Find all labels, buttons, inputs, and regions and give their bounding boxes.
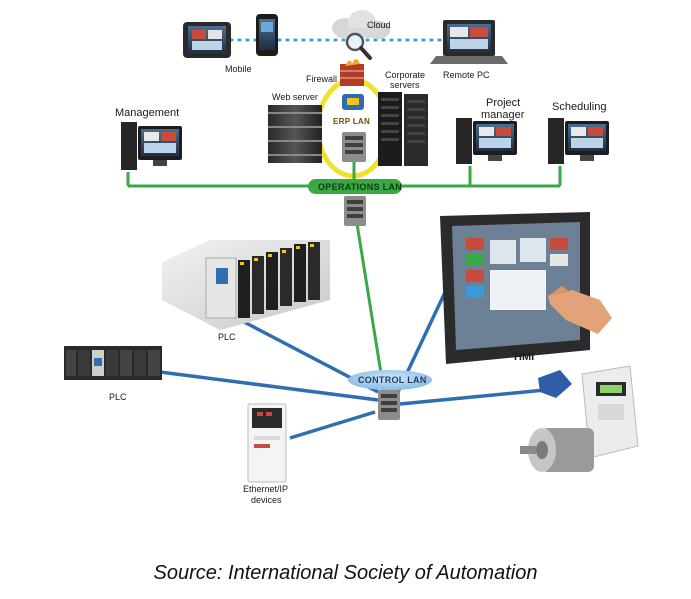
control-lan-label: CONTROL LAN <box>358 375 427 385</box>
firewall-icon <box>340 59 364 86</box>
hmi-label: HMI <box>514 351 534 363</box>
operations-lan-label: OPERATIONS LAN <box>318 182 402 192</box>
control-switch-icon <box>378 390 400 420</box>
operations-lan-badge <box>308 179 402 194</box>
management-workstation <box>121 122 182 170</box>
cloud-icon <box>332 10 390 39</box>
corporate-servers-label-2: servers <box>390 80 420 90</box>
laptop-icon <box>430 20 508 64</box>
magnifier-icon <box>345 32 372 60</box>
hand-pointer-icon <box>548 286 612 334</box>
corporate-servers-label-1: Corporate <box>385 70 425 80</box>
plc-rack-unit <box>64 346 162 380</box>
erp-lan-label: ERP LAN <box>333 117 370 126</box>
management-label: Management <box>115 107 179 119</box>
source-caption: Source: International Society of Automat… <box>153 562 538 584</box>
plc-top-label: PLC <box>218 332 236 342</box>
scheduling-label: Scheduling <box>552 101 606 113</box>
project-manager-label-2: manager <box>481 109 525 121</box>
operations-switch-icon <box>344 196 366 226</box>
web-server-label: Web server <box>272 92 318 102</box>
ethernet-ip-label-1: Ethernet/IP <box>243 484 288 494</box>
router-icon <box>342 94 364 110</box>
plc-left-label: PLC <box>109 392 127 402</box>
ethernet-ip-device <box>247 403 287 483</box>
cloud-label: Cloud <box>367 20 391 30</box>
plc-modular-unit <box>162 240 330 330</box>
phone-icon <box>256 14 278 56</box>
corporate-servers-rack <box>378 92 428 166</box>
motor-icon <box>520 428 594 472</box>
control-lan-badge <box>348 370 432 390</box>
project-manager-workstation <box>456 118 517 164</box>
hmi-panel <box>440 212 590 364</box>
ethernet-ip-label-2: devices <box>251 495 282 505</box>
scheduling-workstation <box>548 118 609 164</box>
connector-icon <box>538 370 572 398</box>
mobile-label: Mobile <box>225 64 252 74</box>
web-server-rack <box>268 105 322 163</box>
project-manager-label-1: Project <box>486 97 520 109</box>
remote-pc-label: Remote PC <box>443 70 490 80</box>
tablet-icon <box>183 22 231 58</box>
erp-switch-icon <box>342 132 366 162</box>
firewall-label: Firewall <box>306 74 337 84</box>
